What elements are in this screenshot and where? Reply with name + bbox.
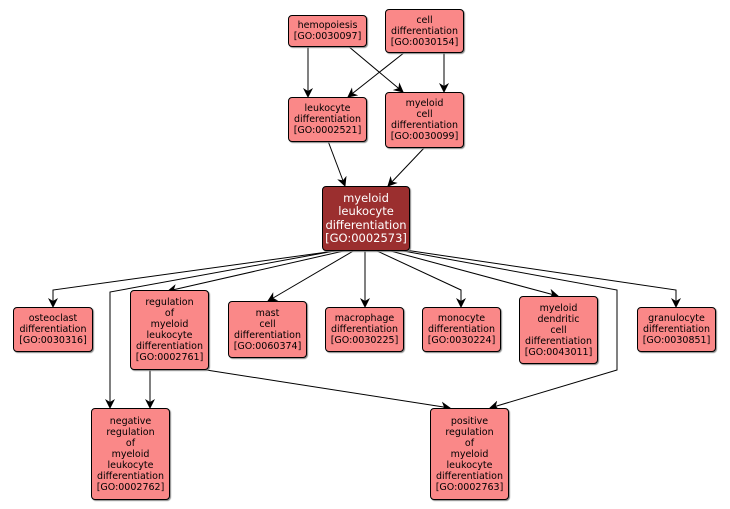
node-hemopoiesis[interactable]: hemopoiesis[GO:0030097] [288, 15, 367, 47]
node-monocyte-differentiation[interactable]: monocyte differentiation[GO:0030224] [422, 307, 501, 352]
edge [397, 249, 618, 411]
edge [199, 368, 451, 412]
node-id: [GO:0030154] [390, 36, 459, 48]
node-cell-differentiation[interactable]: cell differentiation[GO:0030154] [385, 9, 464, 53]
node-label: myeloid cell differentiation [390, 98, 458, 131]
node-id: [GO:0002762] [96, 481, 165, 493]
node-label: monocyte differentiation [427, 313, 495, 335]
node-id: [GO:0030225] [330, 335, 399, 346]
node-myeloid-leukocyte-differentiation[interactable]: myeloid leukocyte differentiation[GO:000… [322, 186, 410, 251]
node-id: [GO:0002521] [293, 125, 362, 136]
edge [267, 249, 356, 302]
node-id: [GO:0030316] [19, 335, 87, 346]
node-label: macrophage differentiation [330, 313, 398, 335]
node-id: [GO:0002763] [435, 481, 504, 493]
node-id: [GO:0030224] [427, 335, 496, 346]
node-label: myeloid dendritic cell differentiation [524, 302, 592, 347]
node-osteoclast-differentiation[interactable]: osteoclast differentiation[GO:0030316] [13, 307, 93, 352]
node-label: mast cell differentiation [233, 307, 301, 341]
node-granulocyte-differentiation[interactable]: granulocyte differentiation[GO:0030851] [637, 307, 716, 352]
node-label: myeloid leukocyte differentiation [325, 190, 407, 232]
node-myeloid-cell-differentiation[interactable]: myeloid cell differentiation[GO:0030099] [385, 92, 464, 148]
node-negative-regulation[interactable]: negative regulation of myeloid leukocyte… [91, 408, 170, 500]
node-label: hemopoiesis [297, 20, 358, 31]
node-label: positive regulation of myeloid leukocyte… [435, 415, 503, 482]
node-id: [GO:0060374] [233, 340, 302, 352]
edge [327, 140, 347, 187]
node-regulation[interactable]: regulation of myeloid leukocyte differen… [130, 290, 209, 370]
edge [386, 249, 559, 299]
node-id: [GO:0002761] [135, 352, 204, 363]
node-mast-cell-differentiation[interactable]: mast cell differentiation[GO:0060374] [228, 301, 307, 358]
node-macrophage-differentiation[interactable]: macrophage differentiation[GO:0030225] [325, 307, 404, 352]
edge [387, 146, 426, 187]
edge [374, 249, 466, 308]
node-myeloid-dendritic-cell-differentiation[interactable]: myeloid dendritic cell differentiation[G… [519, 296, 598, 364]
node-label: leukocyte differentiation [293, 103, 361, 125]
node-id: [GO:0030099] [390, 131, 459, 142]
edge [404, 249, 681, 308]
edge [105, 249, 341, 409]
node-label: granulocyte differentiation [642, 313, 710, 335]
edge [347, 51, 406, 98]
node-leukocyte-differentiation[interactable]: leukocyte differentiation[GO:0002521] [288, 97, 367, 142]
edge [347, 45, 404, 93]
node-label: osteoclast differentiation [19, 313, 87, 335]
edge [48, 249, 343, 308]
node-label: negative regulation of myeloid leukocyte… [96, 415, 164, 482]
node-label: regulation of myeloid leukocyte differen… [135, 297, 203, 352]
node-id: [GO:0043011] [524, 346, 593, 358]
node-id: [GO:0002573] [325, 231, 407, 245]
node-id: [GO:0030097] [293, 31, 362, 42]
node-id: [GO:0030851] [642, 335, 711, 346]
edge [167, 249, 349, 294]
node-positive-regulation[interactable]: positive regulation of myeloid leukocyte… [430, 408, 509, 500]
node-label: cell differentiation [390, 14, 458, 37]
